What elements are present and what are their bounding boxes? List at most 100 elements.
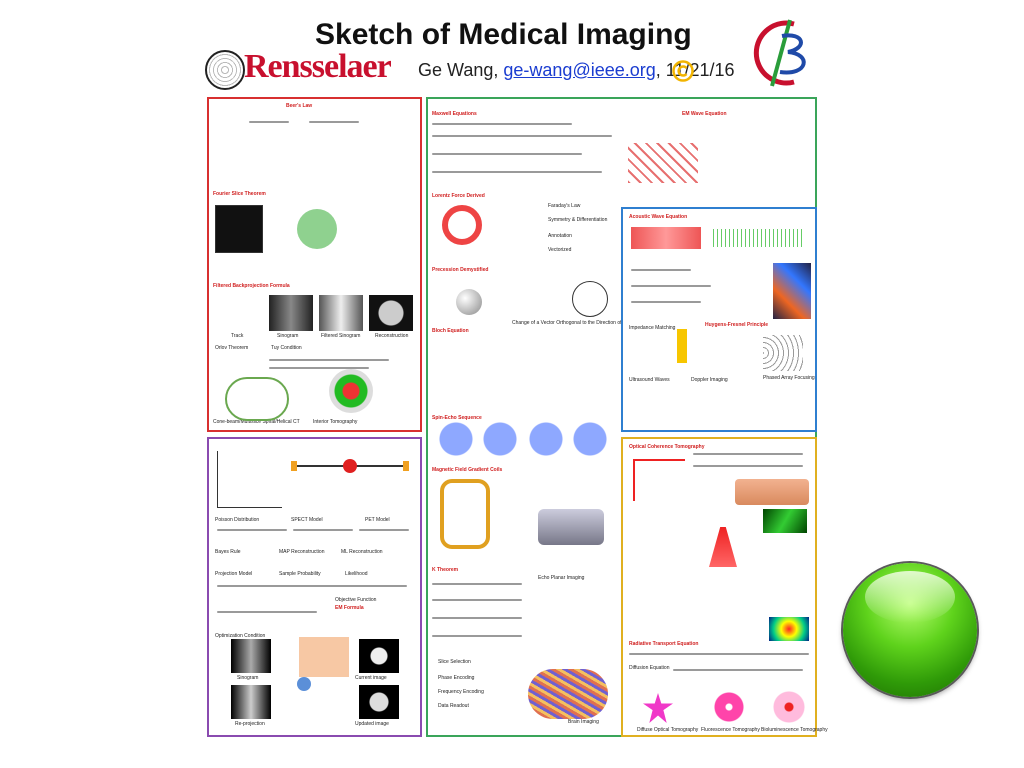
source-dot-icon — [343, 459, 357, 473]
current-image-thumbnail — [359, 639, 399, 673]
spiral-ct-image — [225, 377, 289, 421]
filtered-sinogram-label: Filtered Sinogram — [321, 333, 361, 339]
fluorescence-icon — [713, 691, 745, 723]
bayes-rule-label: Bayes Rule — [215, 549, 241, 555]
doppler-flow-image — [773, 263, 811, 319]
acoustic-wave-rings — [713, 229, 803, 247]
laser-cone-icon — [709, 527, 737, 567]
precession-sphere-icon — [456, 289, 482, 315]
oct-interferometer-icon — [633, 459, 685, 501]
diffuse-optical-label: Diffuse Optical Tomography — [637, 727, 699, 733]
vectorized-label: Vectorized — [548, 247, 572, 253]
detector-right-icon — [403, 461, 409, 471]
updated-image-label: Updated image — [355, 721, 389, 727]
email-link[interactable]: ge-wang@ieee.org — [503, 60, 656, 80]
interior-tomography-label: Interior Tomography — [313, 419, 358, 425]
lorentz-force-label: Lorentz Force Derived — [432, 193, 485, 199]
sinogram-label: Sinogram — [277, 333, 299, 339]
slice-selection-label: Slice Selection — [438, 659, 471, 665]
projection-model-label: Projection Model — [215, 571, 253, 577]
current-image-label: Current image — [355, 675, 387, 681]
page-title: Sketch of Medical Imaging — [315, 18, 692, 51]
reconstruction-image — [369, 295, 413, 331]
gradient-coils-image — [440, 479, 490, 549]
orlov-theorem-label: Orlov Theorem — [215, 345, 249, 351]
rensselaer-seal-icon — [205, 50, 245, 90]
em-wave-sine-icon — [628, 143, 698, 183]
fourier-slice-theorem-label: Fourier Slice Theorem — [213, 191, 266, 197]
author-name: Ge Wang — [418, 60, 494, 80]
data-readout-label: Data Readout — [438, 703, 469, 709]
poisson-distribution-label: Poisson Distribution — [215, 517, 260, 523]
diffusion-equation-label: Diffusion Equation — [629, 665, 670, 671]
oct-tissue-image — [735, 479, 809, 505]
vector-circle-icon — [572, 281, 608, 317]
interior-beam-image — [329, 369, 373, 413]
current-ring-icon — [442, 205, 482, 245]
faradays-law-label: Faraday's Law — [548, 203, 581, 209]
sinogram-pur-label: Sinogram — [237, 675, 259, 681]
bioluminescence-tomography-label: Bioluminescence Tomography — [761, 727, 828, 733]
fourier-disc-image — [297, 209, 337, 249]
initial-image-box — [299, 637, 349, 677]
likelihood-label: Likelihood — [345, 571, 368, 577]
acoustic-tube-image — [631, 227, 701, 249]
doppler-imaging-label: Doppler Imaging — [691, 377, 728, 383]
transducer-icon — [677, 329, 687, 363]
mri-scanner-image — [538, 509, 604, 545]
spin-echo-spheres — [438, 421, 618, 457]
rensselaer-logo: Rensselaer — [244, 48, 392, 85]
phase-encoding-label: Phase Encoding — [438, 675, 475, 681]
oct-3d-render — [763, 509, 807, 533]
beers-law-label: Beer's Law — [286, 103, 313, 109]
phantom-image — [215, 205, 263, 253]
diffuse-optical-icon — [643, 693, 673, 723]
re-projection-label: Re-projection — [235, 721, 265, 727]
filtered-sinogram-image — [319, 295, 363, 331]
precession-label: Precession Demystified — [432, 267, 489, 273]
gradient-coils-label: Magnetic Field Gradient Coils — [432, 467, 503, 473]
change-of-vector-label: Change of a Vector Orthogonal to the Dir… — [512, 320, 646, 326]
spect-model-label: SPECT Model — [291, 517, 323, 523]
sample-probability-label: Sample Probability — [279, 571, 321, 577]
detector-left-icon — [291, 461, 297, 471]
multiply-node-icon — [297, 677, 311, 691]
updated-image-thumbnail — [359, 685, 399, 719]
wave-front-icon — [763, 335, 803, 371]
brain-imaging-label: Brain Imaging — [568, 719, 599, 725]
ultrasound-waves-label: Ultrasound Waves — [629, 377, 670, 383]
impedance-matching-label: Impedance Matching — [629, 325, 676, 331]
acoustic-wave-equation-label: Acoustic Wave Equation — [629, 214, 688, 220]
heatmap-image — [769, 617, 809, 641]
tuy-condition-label: Tuy Condition — [271, 345, 302, 351]
cone-beam-ct-label: Cone-beam/Multislice Spiral/Helical CT — [213, 419, 300, 425]
huygens-fresnel-label: Huygens-Fresnel Principle — [705, 322, 769, 328]
oct-label: Optical Coherence Tomography — [629, 444, 705, 450]
sinogram-thumbnail — [231, 639, 271, 673]
brain-image — [528, 669, 608, 719]
maxwell-equations-label: Maxwell Equations — [432, 111, 477, 117]
spin-echo-label: Spin-Echo Sequence — [432, 415, 482, 421]
green-next-button[interactable] — [843, 563, 977, 697]
reconstruction-label: Reconstruction — [375, 333, 409, 339]
em-formula-label: EM Formula — [335, 605, 364, 611]
pet-model-label: PET Model — [365, 517, 390, 523]
objective-function-label: Objective Function — [335, 597, 377, 603]
radiative-transport-label: Radiative Transport Equation — [629, 641, 699, 647]
copyright-icon — [672, 60, 694, 82]
phased-array-focusing-label: Phased Array Focusing — [763, 375, 815, 381]
bloch-equation-label: Bloch Equation — [432, 328, 469, 334]
echo-planar-imaging-label: Echo Planar Imaging — [538, 575, 585, 581]
em-wave-equation-label: EM Wave Equation — [682, 111, 727, 117]
reprojection-thumbnail — [231, 685, 271, 719]
imaging-lab-logo-icon — [753, 19, 806, 87]
optimization-condition-label: Optimization Condition — [215, 633, 266, 639]
k-theorem-label: K Theorem — [432, 567, 459, 573]
ml-reconstruction-label: ML Reconstruction — [341, 549, 383, 555]
fluorescence-tomography-label: Fluorescence Tomography — [701, 727, 760, 733]
frequency-encoding-label: Frequency Encoding — [438, 689, 484, 695]
bioluminescence-icon — [773, 691, 805, 723]
